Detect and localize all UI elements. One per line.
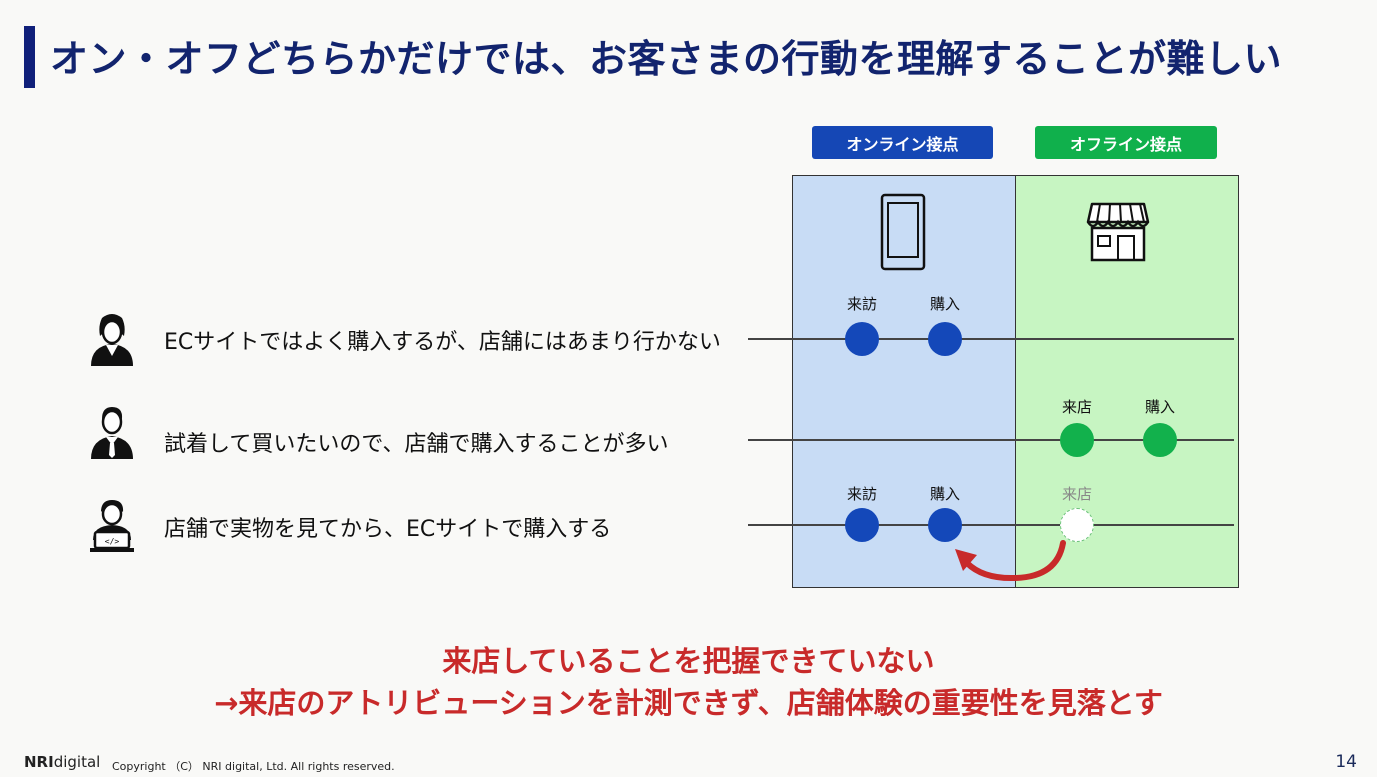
- row3-visit-dot: [845, 508, 879, 542]
- svg-text:</>: </>: [105, 537, 120, 546]
- woman-icon: [91, 314, 133, 366]
- row2-line: [748, 439, 1234, 441]
- online-panel: [792, 175, 1016, 588]
- row1-purchase-label: 購入: [929, 295, 961, 313]
- row3-purchase-dot: [928, 508, 962, 542]
- row3-description: 店舗で実物を見てから、ECサイトで購入する: [164, 517, 612, 542]
- businessman-icon: [91, 407, 133, 459]
- row1-visit-label: 来訪: [846, 295, 878, 313]
- offline-header: オフライン接点: [1035, 126, 1217, 159]
- row3-store-visit-dot: [1060, 508, 1094, 542]
- attribution-arrow-icon: [955, 540, 1066, 582]
- copyright-text: Copyright （C） NRI digital, Ltd. All righ…: [112, 760, 395, 773]
- row3-purchase-label: 購入: [929, 485, 961, 503]
- row3-line: [748, 524, 1234, 526]
- row1-description: ECサイトではよく購入するが、店舗にはあまり行かない: [164, 330, 721, 355]
- row2-store-visit-label: 来店: [1061, 398, 1093, 416]
- row3-visit-label: 来訪: [846, 485, 878, 503]
- title-accent-bar: [24, 26, 35, 88]
- conclusion-line1: 来店していることを把握できていない: [442, 644, 935, 678]
- page-number: 14: [1335, 752, 1357, 772]
- row1-visit-dot: [845, 322, 879, 356]
- page-title: オン・オフどちらかだけでは、お客さまの行動を理解することが難しい: [50, 37, 1283, 81]
- row2-purchase-label: 購入: [1144, 398, 1176, 416]
- row2-purchase-dot: [1143, 423, 1177, 457]
- row2-store-visit-dot: [1060, 423, 1094, 457]
- developer-icon: </>: [90, 500, 134, 552]
- row2-description: 試着して買いたいので、店舗で購入することが多い: [164, 432, 669, 457]
- store-icon: [1086, 202, 1150, 262]
- online-header: オンライン接点: [812, 126, 993, 159]
- conclusion-line2: →来店のアトリビューションを計測できず、店舗体験の重要性を見落とす: [214, 686, 1163, 720]
- nri-digital-logo: NRIdigital: [24, 753, 101, 771]
- row1-line: [748, 338, 1234, 340]
- smartphone-icon: [880, 193, 926, 271]
- row1-purchase-dot: [928, 322, 962, 356]
- row3-store-visit-label: 来店: [1061, 485, 1093, 503]
